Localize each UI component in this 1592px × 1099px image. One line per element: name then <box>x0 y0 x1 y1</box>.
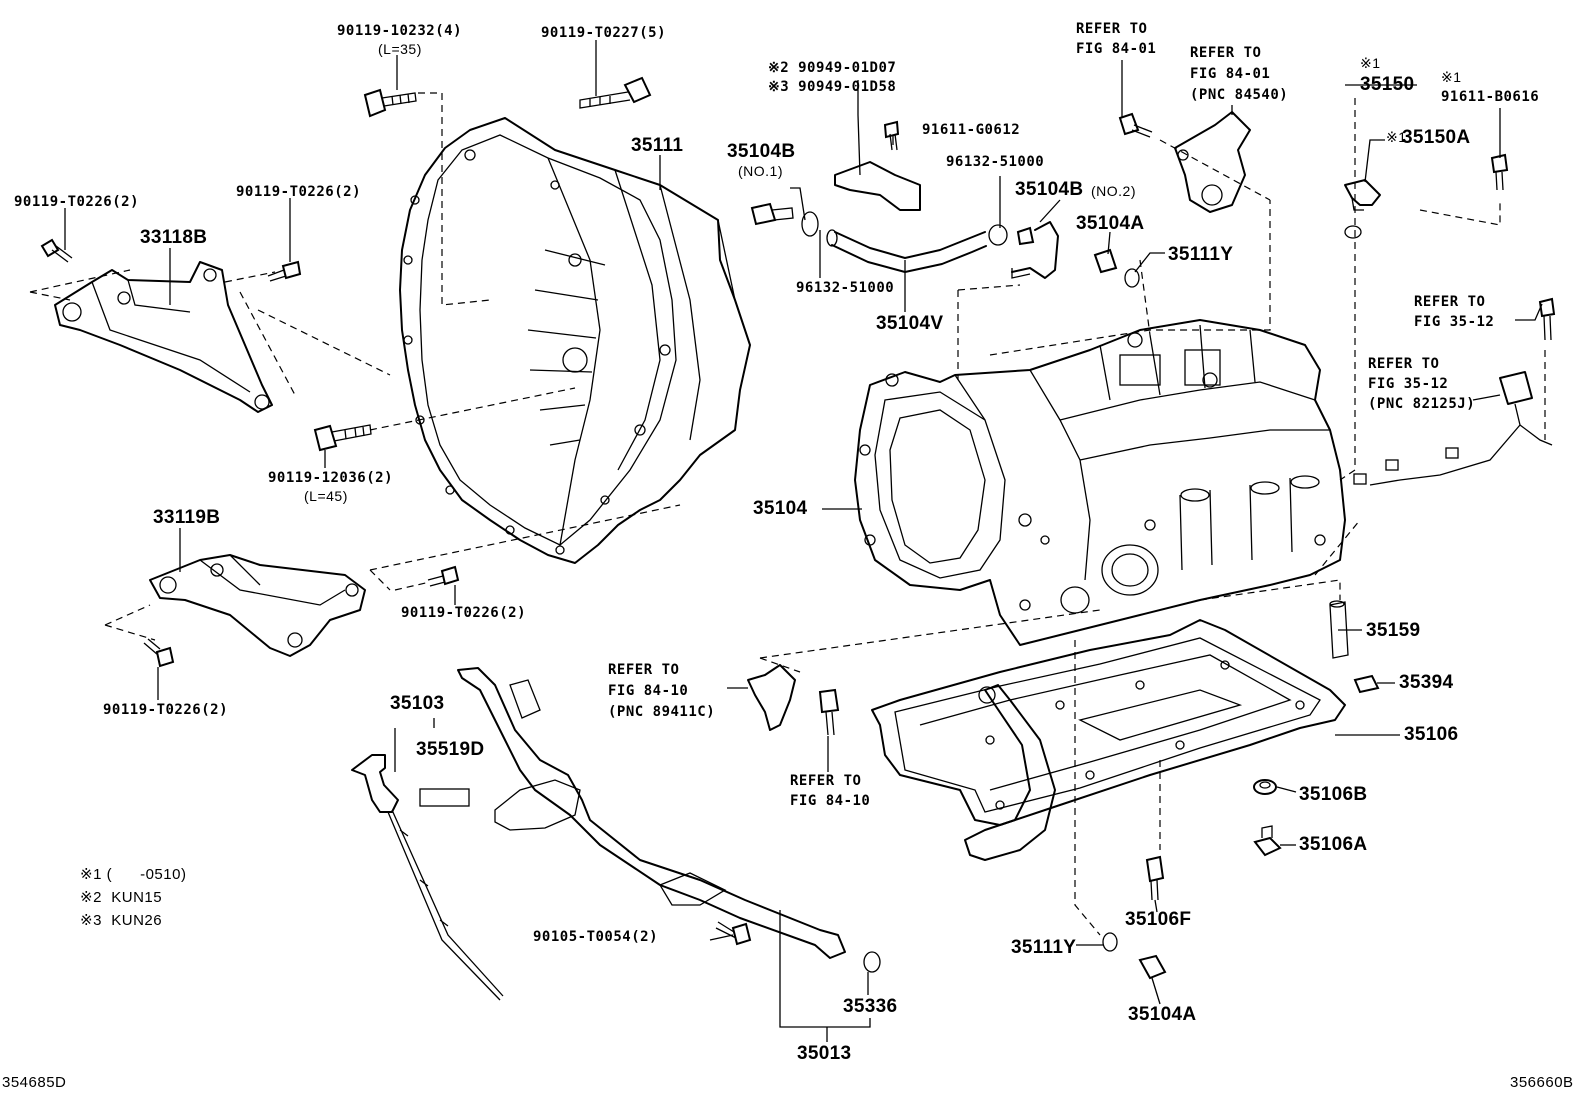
label-96132-51000-top: 96132-51000 <box>946 154 1045 170</box>
label-35104A-bottom: 35104A <box>1128 1004 1197 1025</box>
o-ring-35111Y-bottom <box>1102 932 1118 952</box>
label-refer-84-10-a-line3: (PNC 89411C) <box>608 704 716 720</box>
label-35104B-no1: 35104B <box>727 141 796 162</box>
label-35103: 35103 <box>390 693 445 714</box>
label-35394: 35394 <box>1399 672 1454 693</box>
label-90119-T0226-right: 90119-T0226(2) <box>401 605 527 621</box>
label-refer-84-10-b-line2: FIG 84-10 <box>790 793 871 809</box>
leader-lines <box>64 40 1543 1042</box>
label-refer-84-01-a-line1: REFER TO <box>1076 21 1148 37</box>
label-note1-35150A: ※1 <box>1386 129 1407 145</box>
label-90119-T0227: 90119-T0227(5) <box>541 25 667 41</box>
label-note3-90949-01D58: ※3 90949-01D58 <box>768 79 897 95</box>
oil-pan-35106 <box>871 619 1346 861</box>
legend-note-2: ※2 KUN15 <box>80 889 163 906</box>
transmission-case-35104 <box>854 319 1346 646</box>
wire-harness-82125J <box>1353 371 1553 486</box>
speed-sensor-89411C <box>747 664 840 736</box>
bolt-91611-B0616 <box>1490 153 1509 191</box>
label-no2: (NO.2) <box>1091 183 1136 199</box>
stud-35106F <box>1145 855 1165 901</box>
dipstick-35103 <box>351 754 504 1001</box>
label-90119-T0226-mid: 90119-T0226(2) <box>236 184 362 200</box>
bolt-90119-T0226-top-left <box>40 238 73 263</box>
tube-35159 <box>1329 600 1349 659</box>
label-35106A: 35106A <box>1299 834 1368 855</box>
label-33118B: 33118B <box>140 227 208 248</box>
legend-note-3: ※3 KUN26 <box>80 912 163 929</box>
o-ring-35111Y-top <box>1124 268 1140 288</box>
label-refer-84-10-a-line1: REFER TO <box>608 662 680 678</box>
label-35104V: 35104V <box>876 313 944 334</box>
plug-35106A <box>1253 825 1282 857</box>
label-35106B: 35106B <box>1299 784 1368 805</box>
bell-housing-35111 <box>399 117 751 564</box>
bolt-90119-T0227 <box>579 76 652 109</box>
label-35150: 35150 <box>1360 74 1415 95</box>
label-35104A-top: 35104A <box>1076 213 1145 234</box>
label-35104B-no2: 35104B <box>1015 179 1084 200</box>
speed-sensor-35150 <box>1344 179 1381 239</box>
illustration-id-right: 356660B <box>1510 1074 1574 1091</box>
label-91611-G0612: 91611-G0612 <box>922 122 1021 138</box>
label-90119-T0226-top-left: 90119-T0226(2) <box>14 194 140 210</box>
label-35106F: 35106F <box>1125 909 1192 930</box>
assembly-dashed-lines <box>29 92 1546 936</box>
label-35106: 35106 <box>1404 724 1459 745</box>
bolt-refer-84-01 <box>1118 112 1153 138</box>
label-35013: 35013 <box>797 1043 852 1064</box>
label-refer-84-01-a-line2: FIG 84-01 <box>1076 41 1157 57</box>
label-refer-35-12-a-line1: REFER TO <box>1414 294 1486 310</box>
oil-filler-tube-35013 <box>457 667 881 973</box>
label-35336: 35336 <box>843 996 898 1017</box>
label-note1-35150: ※1 <box>1360 55 1381 71</box>
label-refer-84-01-b-line2: FIG 84-01 <box>1190 66 1271 82</box>
bolt-90119-T0226-mid <box>267 260 302 282</box>
label-90119-T0226-bottom: 90119-T0226(2) <box>103 702 229 718</box>
label-90119-12036: 90119-12036(2) <box>268 470 394 486</box>
label-refer-84-01-b-line3: (PNC 84540) <box>1190 87 1289 103</box>
illustration-id-left: 354685D <box>2 1074 67 1091</box>
bolt-90119-T0226-right <box>427 565 460 587</box>
label-refer-35-12-b-line2: FIG 35-12 <box>1368 376 1449 392</box>
bolt-90119-12036 <box>313 424 372 452</box>
label-refer-35-12-b-line1: REFER TO <box>1368 356 1440 372</box>
gasket-35106B <box>1253 779 1277 795</box>
sensor-84540 <box>1174 111 1251 213</box>
label-35159: 35159 <box>1366 620 1421 641</box>
bolt-90119-10232 <box>363 88 417 118</box>
label-35519D: 35519D <box>416 739 485 760</box>
breather-hose-group <box>750 100 1059 279</box>
bolt-refer-35-12 <box>1538 297 1556 341</box>
label-33119B: 33119B <box>153 507 221 528</box>
plug-35394 <box>1353 674 1380 694</box>
label-note1-91611: ※1 <box>1441 69 1462 85</box>
label-35111Y-top: 35111Y <box>1168 244 1234 265</box>
label-length-45: (L=45) <box>304 488 348 504</box>
label-35104: 35104 <box>753 498 808 519</box>
label-no1: (NO.1) <box>738 163 783 179</box>
label-note2-90949-01D07: ※2 90949-01D07 <box>768 60 897 76</box>
label-90119-10232: 90119-10232(4) <box>337 23 463 39</box>
label-refer-35-12-b-line3: (PNC 82125J) <box>1368 396 1476 412</box>
bracket-33118B <box>54 261 273 413</box>
bracket-33119B <box>149 554 366 657</box>
label-35111: 35111 <box>631 135 684 156</box>
label-91611-B0616: 91611-B0616 <box>1441 89 1540 105</box>
label-90105-T0054: 90105-T0054(2) <box>533 929 659 945</box>
plug-35104A-bottom <box>1138 954 1167 980</box>
label-refer-84-10-b-line1: REFER TO <box>790 773 862 789</box>
label-35150A: 35150A <box>1402 127 1471 148</box>
label-35111Y-bottom: 35111Y <box>1011 937 1077 958</box>
bolt-90105-T0054 <box>715 921 752 946</box>
label-refer-35-12-a-line2: FIG 35-12 <box>1414 314 1495 330</box>
bolt-90119-T0226-bottom <box>143 638 175 668</box>
label-refer-84-10-a-line2: FIG 84-10 <box>608 683 689 699</box>
plug-35104A-top <box>1093 248 1118 274</box>
label-length-35: (L=35) <box>378 41 422 57</box>
label-refer-84-01-b-line1: REFER TO <box>1190 45 1262 61</box>
legend-note-1: ※1 ( -0510) <box>80 866 187 883</box>
label-96132-51000-bottom: 96132-51000 <box>796 280 895 296</box>
